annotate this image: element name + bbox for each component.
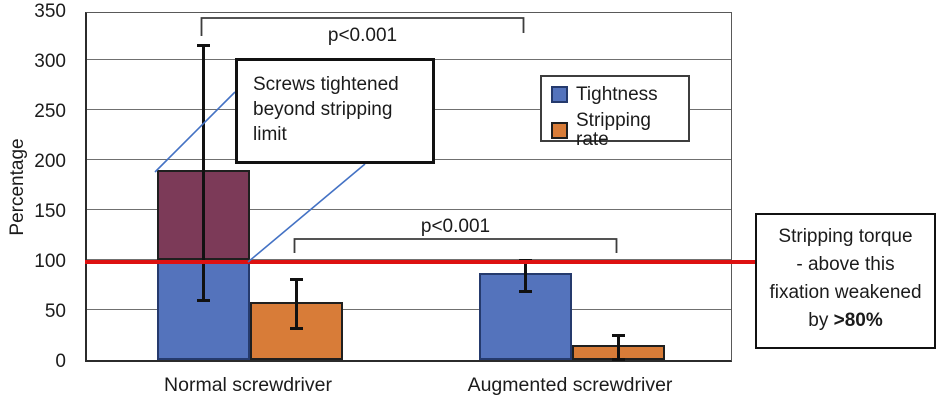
y-tick-300: 300 bbox=[34, 51, 66, 72]
y-tick-150: 150 bbox=[34, 201, 66, 222]
callout-screws-tightened: Screws tightened beyond stripping limit bbox=[235, 58, 435, 164]
error-bar-augmented-tightness-stem bbox=[524, 260, 527, 292]
gridline-100 bbox=[87, 259, 731, 260]
note-line-3: fixation weakened bbox=[769, 282, 922, 303]
x-category-normal: Normal screwdriver bbox=[164, 374, 332, 396]
stripping-rate-swatch bbox=[551, 121, 568, 139]
y-tick-350: 350 bbox=[34, 1, 66, 22]
error-bar-normal-tightness-cap-bottom bbox=[197, 299, 210, 302]
x-category-augmented: Augmented screwdriver bbox=[467, 374, 673, 396]
error-bar-normal-tightness-cap-top bbox=[197, 44, 210, 47]
legend-label-stripping-rate: Stripping rate bbox=[576, 110, 651, 150]
note-line-2: - above this bbox=[796, 254, 895, 275]
error-bar-normal-tightness-stem bbox=[202, 45, 205, 301]
stripping-torque-note: Stripping torque - above this fixation w… bbox=[755, 213, 936, 349]
note-line-4: by >80% bbox=[808, 310, 883, 331]
legend: Tightness Stripping rate bbox=[540, 75, 690, 149]
error-bar-augmented-stripping-rate-stem bbox=[617, 335, 620, 360]
tightness-swatch bbox=[551, 86, 568, 103]
gridline-150 bbox=[87, 209, 731, 210]
error-bar-normal-stripping-rate-cap-bottom bbox=[290, 327, 303, 330]
significance-label-stripping: p<0.001 bbox=[420, 216, 491, 237]
reference-line bbox=[85, 260, 755, 264]
error-bar-augmented-tightness-cap-bottom bbox=[519, 290, 532, 293]
error-bar-augmented-stripping-rate-cap-top bbox=[612, 334, 625, 337]
note-line-1: Stripping torque bbox=[778, 226, 913, 247]
legend-item-stripping-rate: Stripping rate bbox=[551, 111, 688, 149]
y-tick-50: 50 bbox=[44, 301, 66, 322]
y-axis-title: Percentage bbox=[7, 138, 28, 236]
gridline-50 bbox=[87, 309, 731, 310]
legend-label-tightness: Tightness bbox=[576, 84, 658, 105]
y-tick-100: 100 bbox=[34, 251, 66, 272]
error-bar-normal-stripping-rate-stem bbox=[295, 279, 298, 329]
y-tick-200: 200 bbox=[34, 151, 66, 172]
error-bar-normal-stripping-rate-cap-top bbox=[290, 278, 303, 281]
y-tick-0: 0 bbox=[55, 351, 66, 372]
legend-item-tightness: Tightness bbox=[551, 85, 688, 104]
y-tick-250: 250 bbox=[34, 101, 66, 122]
error-bar-augmented-stripping-rate-cap-bottom bbox=[612, 358, 625, 361]
significance-label-tightness: p<0.001 bbox=[327, 25, 398, 46]
